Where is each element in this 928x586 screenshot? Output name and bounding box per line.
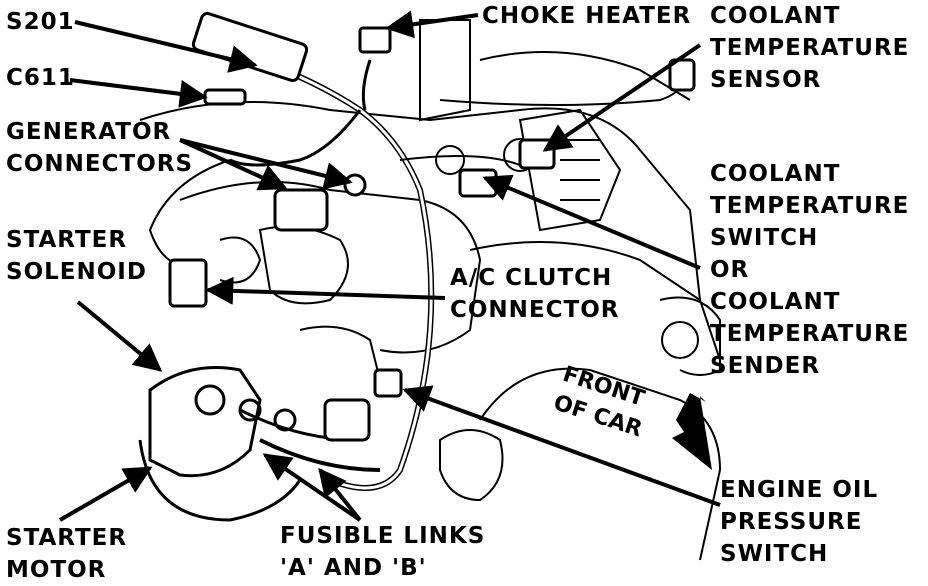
label-line: SENSOR: [710, 67, 822, 93]
label-ac-clutch-connector: A/C CLUTCH CONNECTOR: [450, 262, 619, 326]
label-c611: C611: [6, 62, 75, 94]
label-line: MOTOR: [6, 557, 107, 583]
label-line: SWITCH: [710, 225, 819, 251]
arrow-generator-2: [179, 138, 353, 190]
arrow-s201: [74, 20, 258, 73]
label-engine-oil-pressure-switch: ENGINE OIL PRESSURE SWITCH: [720, 474, 878, 570]
arrow-fusible-links-2: [318, 467, 362, 522]
label-line: OR: [710, 257, 750, 283]
label-line: COOLANT: [710, 3, 841, 29]
label-c611-text: C611: [6, 65, 75, 91]
arrow-starter-motor: [58, 466, 153, 522]
starter-assembly: [138, 366, 302, 522]
engine-outline: [139, 19, 722, 561]
label-line: ENGINE OIL: [720, 477, 879, 503]
label-choke-heater: CHOKE HEATER: [482, 0, 691, 32]
label-coolant-temperature-switch: COOLANT TEMPERATURE SWITCH OR COOLANT TE…: [710, 158, 909, 382]
label-s201-text: S201: [6, 9, 75, 35]
label-line: SOLENOID: [6, 259, 147, 285]
arrow-choke-heater: [385, 10, 479, 39]
label-line: COOLANT: [710, 161, 841, 187]
label-line: 'A' AND 'B': [280, 555, 427, 581]
label-line: STARTER: [6, 525, 128, 551]
arrow-c611: [69, 78, 208, 108]
label-line: TEMPERATURE: [710, 193, 910, 219]
label-line: TEMPERATURE: [710, 35, 910, 61]
arrow-oil-pressure: [402, 385, 721, 507]
label-choke-heater-text: CHOKE HEATER: [482, 3, 692, 29]
label-line: TEMPERATURE: [710, 321, 910, 347]
arrow-coolant-switch: [482, 174, 701, 270]
arrow-starter-solenoid: [76, 300, 163, 372]
label-line: SWITCH: [720, 541, 829, 567]
label-line: CONNECTORS: [6, 151, 194, 177]
label-line: GENERATOR: [6, 119, 172, 145]
label-fusible-links: FUSIBLE LINKS 'A' AND 'B': [280, 520, 485, 584]
label-line: SENDER: [710, 353, 821, 379]
arrow-fusible-links-1: [262, 453, 362, 522]
leader-arrows: [58, 10, 721, 522]
label-line: STARTER: [6, 227, 128, 253]
label-line: A/C CLUTCH: [450, 265, 613, 291]
label-line: CONNECTOR: [450, 297, 620, 323]
label-coolant-temperature-sensor: COOLANT TEMPERATURE SENSOR: [710, 0, 909, 96]
label-generator-connectors: GENERATOR CONNECTORS: [6, 116, 193, 180]
label-s201: S201: [6, 6, 75, 38]
arrow-generator-1: [179, 138, 288, 191]
arrow-ac-clutch: [205, 276, 446, 305]
label-line: FUSIBLE LINKS: [280, 523, 486, 549]
front-direction-arrow: [672, 393, 712, 470]
label-line: PRESSURE: [720, 509, 863, 535]
label-starter-solenoid: STARTER SOLENOID: [6, 224, 147, 288]
label-line: COOLANT: [710, 289, 841, 315]
arrow-coolant-sensor: [542, 43, 702, 152]
label-starter-motor: STARTER MOTOR: [6, 522, 127, 586]
